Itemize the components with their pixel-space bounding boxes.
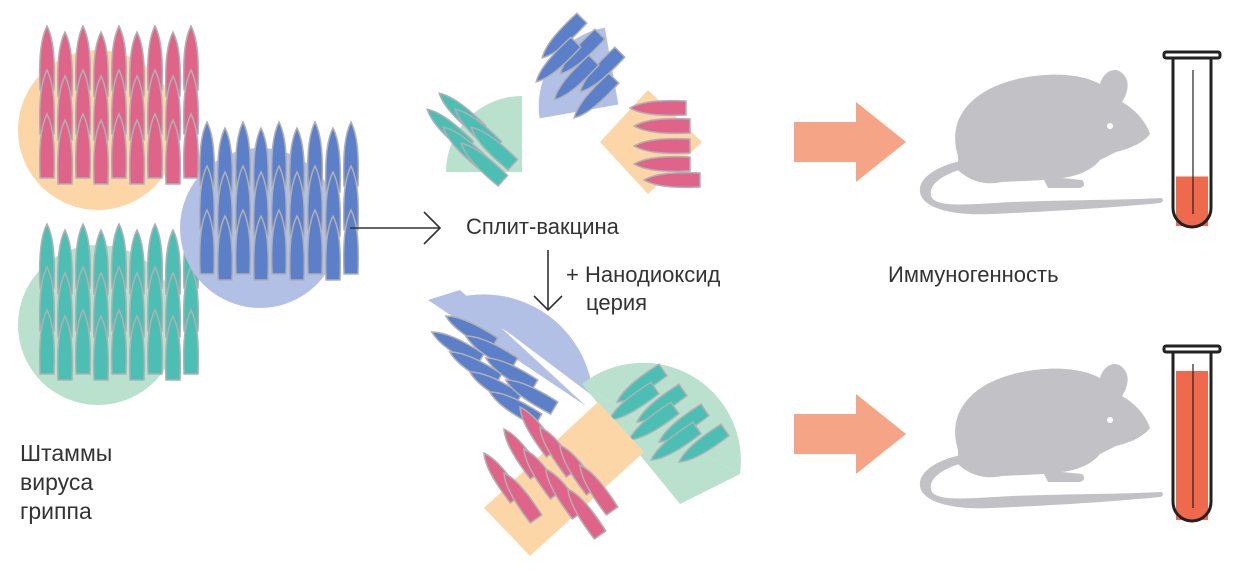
strains-label: Штаммы вируса гриппа (20, 440, 119, 524)
arrow-to-mouse-top (794, 102, 906, 182)
arrow-to-mouse-bottom (794, 394, 906, 474)
test-tube-bottom (1162, 344, 1222, 523)
strain-blue (180, 121, 360, 308)
immunogenicity-label: Иммуногенность (888, 262, 1059, 287)
nano-blue-wedge-b (428, 290, 586, 406)
tube-bottom-glass (1171, 352, 1213, 523)
arrow-down-nano (533, 250, 563, 312)
strain-teal-spikes (38, 223, 200, 381)
split-vaccine-label: Сплит-вакцина (466, 214, 620, 239)
mouse-top-eye (1107, 123, 1113, 129)
strain-pink-spikes (38, 25, 200, 185)
nano-vaccine-fragments (427, 290, 741, 556)
strain-teal (18, 223, 200, 405)
nano-pink-wedge (484, 402, 644, 556)
nano-ceria-label: + Нанодиоксид церия (566, 262, 726, 315)
mouse-bottom (919, 364, 1163, 509)
tube-top-blood (1176, 176, 1208, 226)
mouse-bottom-eye (1107, 417, 1113, 423)
mouse-top (919, 70, 1163, 215)
arrow-to-split-vaccine (350, 211, 442, 245)
tube-bottom-rim (1162, 344, 1222, 354)
split-vaccine-fragments (421, 12, 702, 194)
strain-pink (18, 25, 200, 210)
tube-top-rim (1162, 50, 1222, 60)
tube-bottom-blood (1176, 371, 1208, 520)
test-tube-top (1162, 50, 1222, 229)
tube-top-glass (1171, 58, 1213, 229)
strain-blue-spikes (198, 121, 360, 281)
